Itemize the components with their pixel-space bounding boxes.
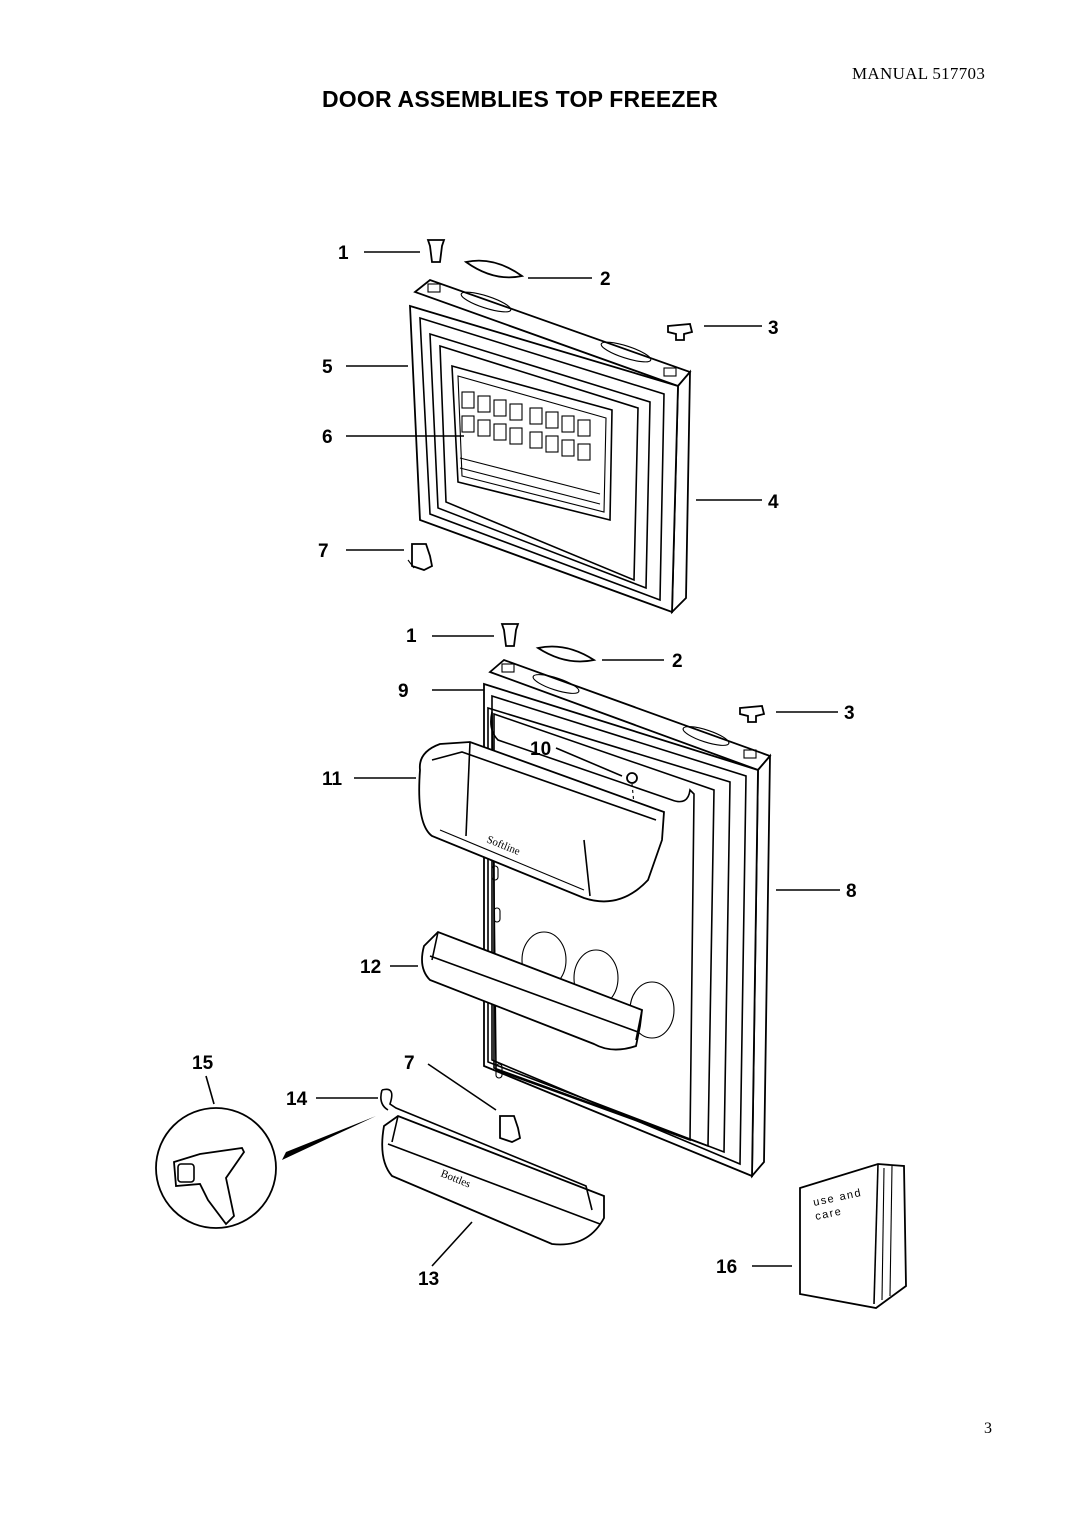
booklet-title-line2: care <box>814 1205 843 1222</box>
callout-16: 16 <box>716 1257 737 1278</box>
callout-11: 11 <box>322 769 343 790</box>
bottom-hinge-bracket <box>407 543 434 571</box>
manual-reference: MANUAL 517703 <box>852 64 986 83</box>
door-stop-plug <box>667 323 694 341</box>
callout-1-freezer: 1 <box>338 243 349 264</box>
callout-2-fresh-food: 2 <box>672 651 683 672</box>
bottle-retainer-bar <box>380 1088 593 1211</box>
callout-9: 9 <box>398 681 409 702</box>
use-and-care-booklet <box>799 1163 907 1309</box>
freezer-door-assembly <box>409 278 692 615</box>
callout-3-freezer: 3 <box>768 318 779 339</box>
callout-13: 13 <box>418 1269 439 1290</box>
screw <box>626 772 638 805</box>
callout-7-fresh-food: 7 <box>404 1053 415 1074</box>
callout-1-fresh-food: 1 <box>406 626 417 647</box>
bottom-hinge-bracket-lower <box>499 1115 522 1143</box>
callout-12: 12 <box>360 957 381 978</box>
callout-3-fresh-food: 3 <box>844 703 855 724</box>
hinge-cover-lower <box>535 645 597 663</box>
callout-2-freezer: 2 <box>600 269 611 290</box>
hinge-cover-top <box>463 259 525 279</box>
callout-10: 10 <box>530 739 551 760</box>
page-number: 3 <box>984 1420 992 1437</box>
callout-15: 15 <box>192 1053 214 1074</box>
hinge-pin-top <box>426 239 446 263</box>
callout-7-freezer: 7 <box>318 541 329 562</box>
callout-6: 6 <box>322 427 333 448</box>
fresh-food-door-assembly <box>483 658 772 1179</box>
door-shelf <box>421 930 643 1051</box>
callout-14: 14 <box>286 1089 308 1110</box>
hinge-pin-lower <box>500 623 520 647</box>
detail-magnifier <box>155 1107 376 1229</box>
leader-lines <box>205 251 840 1267</box>
door-stop-plug-lower <box>739 705 766 723</box>
callout-4: 4 <box>768 492 779 513</box>
bottle-shelf <box>381 1114 605 1246</box>
page-title: DOOR ASSEMBLIES TOP FREEZER <box>322 86 719 112</box>
dairy-compartment <box>418 741 665 903</box>
callout-8: 8 <box>846 881 857 902</box>
callout-5: 5 <box>322 357 333 378</box>
